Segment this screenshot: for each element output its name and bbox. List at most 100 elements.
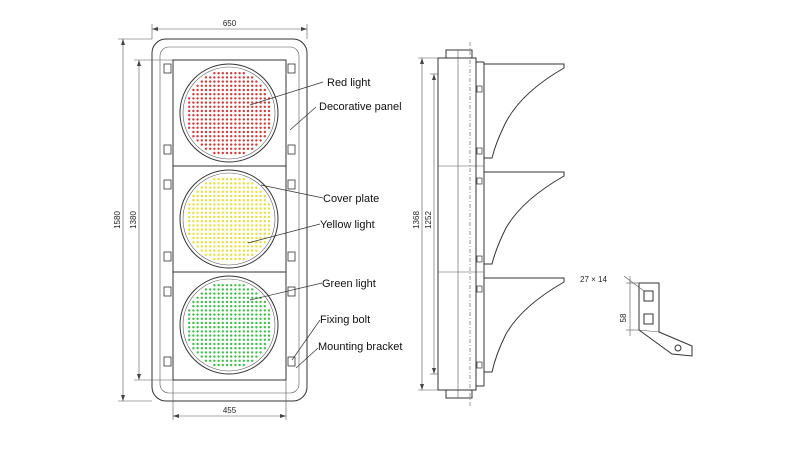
led-dot — [221, 139, 224, 142]
led-dot — [225, 199, 229, 202]
led-dot — [242, 101, 245, 104]
led-dot — [221, 220, 224, 223]
led-dot — [255, 114, 258, 117]
led-dot — [251, 236, 254, 240]
led-dot — [225, 241, 229, 244]
led-dot — [259, 330, 262, 333]
led-dot — [213, 347, 216, 350]
led-dot — [234, 351, 237, 354]
cover-plate-label: Cover plate — [323, 193, 379, 205]
led-dot — [209, 139, 212, 142]
led-dot — [259, 236, 262, 240]
led-dot — [200, 300, 203, 304]
led-dot — [225, 186, 229, 189]
led-dot — [221, 126, 224, 129]
led-dot — [267, 338, 271, 341]
led-dot — [259, 215, 262, 219]
led-dot — [230, 207, 233, 210]
led-dot — [221, 342, 224, 346]
led-dot — [238, 211, 241, 214]
callout-leaders — [247, 81, 324, 369]
led-dot — [238, 313, 241, 316]
led-dot — [246, 220, 250, 223]
led-dot — [234, 76, 237, 79]
led-dot — [217, 194, 220, 198]
led-dot — [200, 342, 203, 346]
led-dot — [200, 105, 203, 109]
led-dot — [246, 211, 250, 214]
led-dot — [196, 97, 199, 100]
led-dot — [242, 182, 245, 185]
led-dot — [238, 288, 241, 291]
led-dot — [230, 105, 233, 109]
led-dot — [255, 309, 258, 312]
led-dot — [221, 199, 224, 202]
led-dot — [217, 182, 220, 185]
led-dot — [246, 288, 250, 291]
led-dot — [225, 72, 229, 75]
led-dot — [188, 114, 191, 117]
led-dot — [200, 241, 203, 244]
led-dot — [238, 236, 241, 240]
bracket-slot-upper — [643, 290, 654, 302]
led-dot — [267, 334, 271, 337]
led-dot — [204, 292, 208, 295]
led-dot — [234, 253, 237, 256]
led-dot — [267, 224, 271, 227]
led-dot — [238, 178, 241, 181]
led-dot — [230, 284, 233, 287]
led-dot — [234, 359, 237, 362]
led-dot — [204, 76, 208, 79]
led-dot — [200, 347, 203, 350]
led-dot — [246, 186, 250, 189]
led-dot — [234, 342, 237, 346]
led-dot — [196, 220, 199, 223]
led-dot — [246, 122, 250, 125]
yellow-lamp-ring — [179, 169, 279, 269]
led-dot — [217, 309, 220, 312]
led-dot — [213, 76, 216, 79]
led-dot — [246, 139, 250, 142]
led-dot — [263, 334, 266, 337]
fixing-bolt — [163, 144, 172, 155]
led-dot — [209, 232, 212, 235]
led-dot — [255, 317, 258, 320]
led-dot — [209, 355, 212, 358]
led-dot — [251, 338, 254, 341]
led-dot — [251, 309, 254, 312]
dimension-top: 650 — [151, 19, 308, 39]
led-dot — [217, 249, 220, 252]
led-dot — [200, 190, 203, 193]
led-dot — [192, 211, 195, 214]
led-dot — [234, 338, 237, 341]
led-dot — [263, 330, 266, 333]
led-dot — [259, 126, 262, 129]
led-dot — [246, 109, 250, 113]
led-dot — [204, 84, 208, 88]
led-dot — [225, 76, 229, 79]
led-dot — [246, 236, 250, 240]
led-dot — [246, 342, 250, 346]
led-dot — [225, 139, 229, 142]
led-dot — [200, 232, 203, 235]
led-dot — [238, 317, 241, 320]
led-dot — [204, 300, 208, 304]
led-dot — [213, 321, 216, 325]
led-dot — [255, 305, 258, 308]
led-dot — [209, 182, 212, 185]
led-dot — [234, 93, 237, 96]
fixing-bolt — [287, 144, 296, 155]
led-dot — [234, 313, 237, 316]
led-dot — [204, 215, 208, 219]
led-dot — [188, 118, 191, 121]
led-dot — [238, 182, 241, 185]
led-dot — [213, 351, 216, 354]
led-dot — [267, 232, 271, 235]
led-dot — [221, 313, 224, 316]
led-dot — [221, 105, 224, 109]
led-dot — [234, 130, 237, 134]
led-dot — [263, 194, 266, 198]
led-dot — [209, 241, 212, 244]
led-dot — [259, 313, 262, 316]
